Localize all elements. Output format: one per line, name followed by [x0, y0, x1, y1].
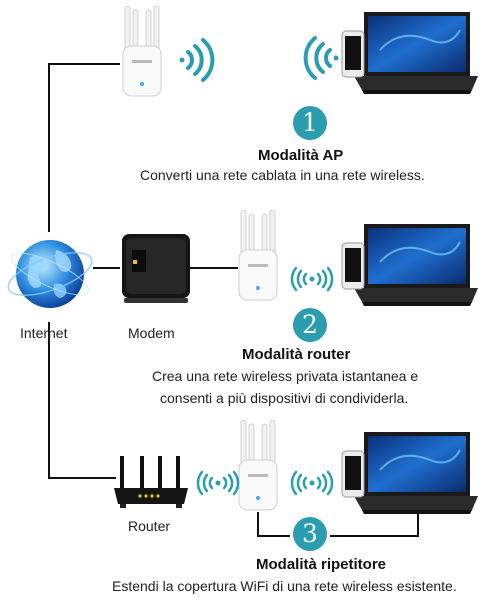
- modem-label: Modem: [128, 325, 175, 341]
- laptop-icon: [354, 432, 478, 514]
- wifi-signal-icon: [290, 266, 334, 292]
- wire-badge-to-laptop: [330, 512, 419, 537]
- mode-number-badge: 2: [293, 308, 327, 342]
- mode-number-badge: 3: [293, 517, 327, 551]
- wifi-signal-icon: [303, 36, 339, 80]
- router-label: Router: [128, 518, 171, 534]
- mode-title: Modalità router: [242, 346, 351, 363]
- laptop-icon: [354, 224, 478, 306]
- modem-icon: [122, 234, 190, 303]
- mode-description: Converti una rete cablata in una rete wi…: [140, 167, 425, 183]
- laptop-icon: [354, 12, 478, 94]
- mode-title: Modalità ripetitore: [256, 556, 387, 573]
- router-icon: [114, 456, 188, 508]
- mode-description: consenti a più dispositivi di condivider…: [160, 390, 409, 406]
- wifi-signal-icon: [290, 470, 334, 496]
- phone-icon: [341, 450, 365, 498]
- extender-icon: [122, 6, 162, 97]
- extender-icon: [238, 420, 278, 511]
- mode-number-badge: 1: [293, 106, 327, 140]
- wire-internet-to-ap: [48, 63, 120, 232]
- wifi-signal-icon: [179, 38, 215, 82]
- phone-icon: [341, 242, 365, 290]
- globe-icon: [7, 240, 93, 308]
- mode-description: Estendi la copertura WiFi di una rete wi…: [112, 578, 457, 594]
- wire-extender-to-badge: [257, 512, 290, 537]
- extender-icon: [238, 210, 278, 301]
- wire-internet-to-router: [48, 322, 116, 479]
- wifi-signal-icon: [196, 470, 240, 496]
- mode-title: Modalità AP: [258, 147, 344, 164]
- mode-description: Crea una rete wireless privata istantane…: [152, 368, 419, 384]
- phone-icon: [341, 30, 365, 78]
- internet-label: Internet: [20, 325, 68, 341]
